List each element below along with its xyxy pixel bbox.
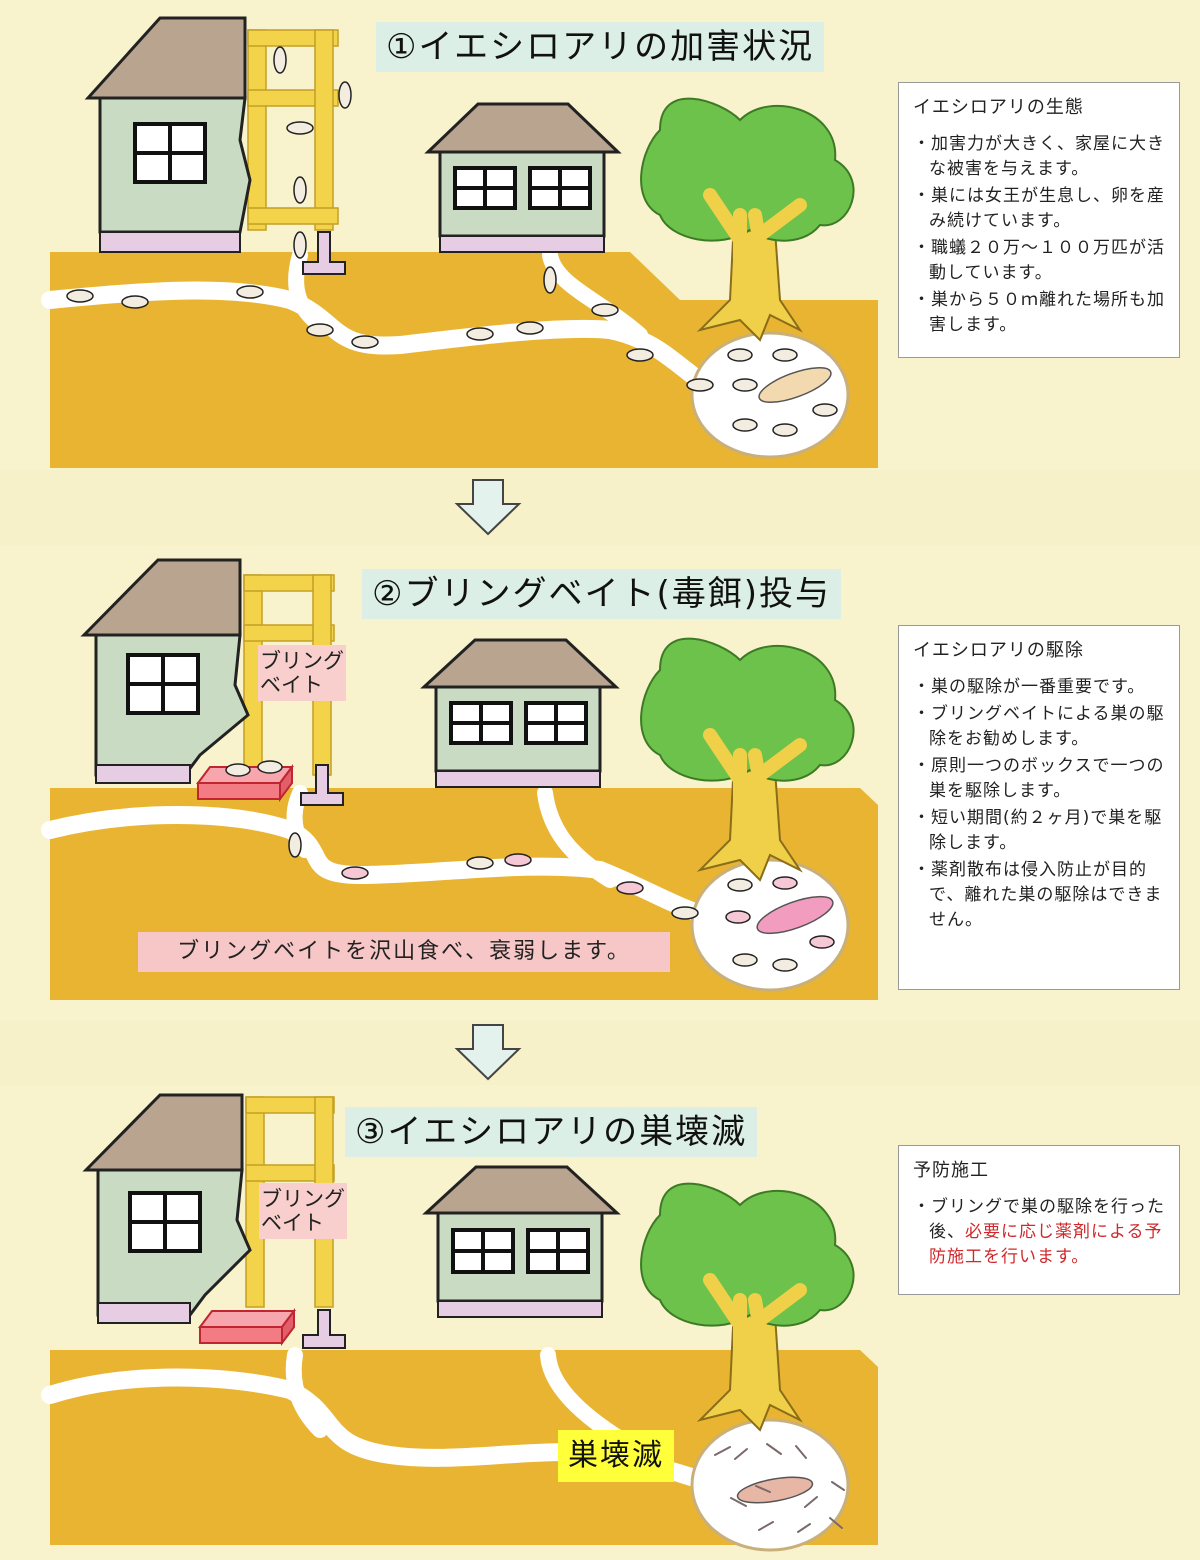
tree bbox=[640, 1182, 855, 1432]
info-item: ・原則一つのボックスで一つの巣を駆除します。 bbox=[913, 756, 1165, 801]
bait-label-line: ベイト bbox=[261, 1211, 324, 1235]
house-center bbox=[424, 102, 622, 253]
info-item-text: ・ブリングで巣の駆除を行った後、 bbox=[913, 1197, 1165, 1242]
house-frame bbox=[247, 29, 339, 231]
info-item: ・薬剤散布は侵入防止が目的で、離れた巣の駆除はできません。 bbox=[913, 860, 1163, 930]
queen-termite bbox=[736, 1476, 814, 1504]
info-box-ecology: イエシロアリの生態 ・加害力が大きく、家屋に大きな被害を与えます。 ・巣には女王… bbox=[898, 82, 1180, 358]
info-item: ・職蟻２０万～１００万匹が活動しています。 bbox=[913, 238, 1165, 283]
down-arrow-icon bbox=[454, 479, 522, 536]
info-item: ・ブリングで巣の駆除を行った後、必要に応じ薬剤による予防施工を行います。 bbox=[913, 1195, 1169, 1270]
info-item: ・巣の駆除が一番重要です。 bbox=[913, 677, 1146, 697]
info-item-highlight: 必要に応じ薬剤による予防施工を行います。 bbox=[929, 1222, 1163, 1267]
termites bbox=[66, 46, 838, 437]
tunnels bbox=[41, 247, 729, 404]
scene-destroyed bbox=[41, 1093, 878, 1552]
panel-title: ②ブリングベイト(毒餌)投与 bbox=[362, 569, 842, 619]
info-heading: イエシロアリの生態 bbox=[913, 97, 1084, 118]
info-box-prevention: 予防施工 ・ブリングで巣の駆除を行った後、必要に応じ薬剤による予防施工を行います… bbox=[898, 1145, 1180, 1295]
panel-title: ③イエシロアリの巣壊滅 bbox=[345, 1107, 758, 1157]
bait-label-line: ベイト bbox=[260, 673, 323, 697]
house-left bbox=[82, 1093, 252, 1324]
panel-title: ①イエシロアリの加害状況 bbox=[376, 22, 825, 72]
foundation-post bbox=[302, 1309, 346, 1349]
dead-termites bbox=[714, 1443, 845, 1533]
bait-box bbox=[198, 1308, 296, 1346]
termites bbox=[225, 760, 835, 972]
bait-label-line: ブリング bbox=[261, 1187, 345, 1211]
foundation-post bbox=[300, 764, 344, 806]
house-center bbox=[422, 1165, 621, 1318]
info-item: ・巣には女王が生息し、卵を産み続けています。 bbox=[913, 186, 1165, 231]
bait-label: ブリング ベイト bbox=[258, 645, 346, 701]
info-item: ・巣から５０ｍ離れた場所も加害します。 bbox=[913, 290, 1165, 335]
info-heading: イエシロアリの駆除 bbox=[913, 640, 1084, 661]
info-item: ・短い期間(約２ヶ月)で巣を駆除します。 bbox=[913, 808, 1163, 853]
panel-bait: ②ブリングベイト(毒餌)投与 ブリング ベイト ブリングベイトを沢山食べ、衰弱し… bbox=[0, 545, 1200, 1020]
house-center bbox=[420, 638, 620, 788]
panel-damage: ①イエシロアリの加害状況 イエシロアリの生態 ・加害力が大きく、家屋に大きな被害… bbox=[0, 0, 1200, 470]
caption-destroyed: 巣壊滅 bbox=[558, 1430, 674, 1482]
ground bbox=[50, 1350, 878, 1545]
bait-label: ブリング ベイト bbox=[259, 1183, 347, 1239]
ground bbox=[50, 252, 878, 468]
foundation-post bbox=[302, 231, 346, 275]
info-box-extermination: イエシロアリの駆除 ・巣の駆除が一番重要です。 ・ブリングベイトによる巣の駆除を… bbox=[898, 625, 1180, 990]
queen-termite bbox=[758, 367, 832, 403]
panel-destroyed: ③イエシロアリの巣壊滅 ブリング ベイト 巣壊滅 予防施工 ・ブリングで巣の駆除… bbox=[0, 1085, 1200, 1560]
house-left bbox=[84, 16, 252, 253]
bait-label-line: ブリング bbox=[260, 649, 344, 673]
down-arrow-icon bbox=[454, 1024, 522, 1081]
tree bbox=[640, 637, 855, 882]
tree bbox=[640, 97, 855, 342]
info-item: ・ブリングベイトによる巣の駆除をお勧めします。 bbox=[913, 704, 1165, 749]
info-heading: 予防施工 bbox=[913, 1160, 989, 1181]
house-left bbox=[80, 558, 250, 784]
info-item: ・加害力が大きく、家屋に大きな被害を与えます。 bbox=[913, 134, 1165, 179]
queen-termite bbox=[756, 895, 834, 935]
caption-bait: ブリングベイトを沢山食べ、衰弱します。 bbox=[138, 932, 670, 972]
scene-damage bbox=[41, 16, 878, 468]
